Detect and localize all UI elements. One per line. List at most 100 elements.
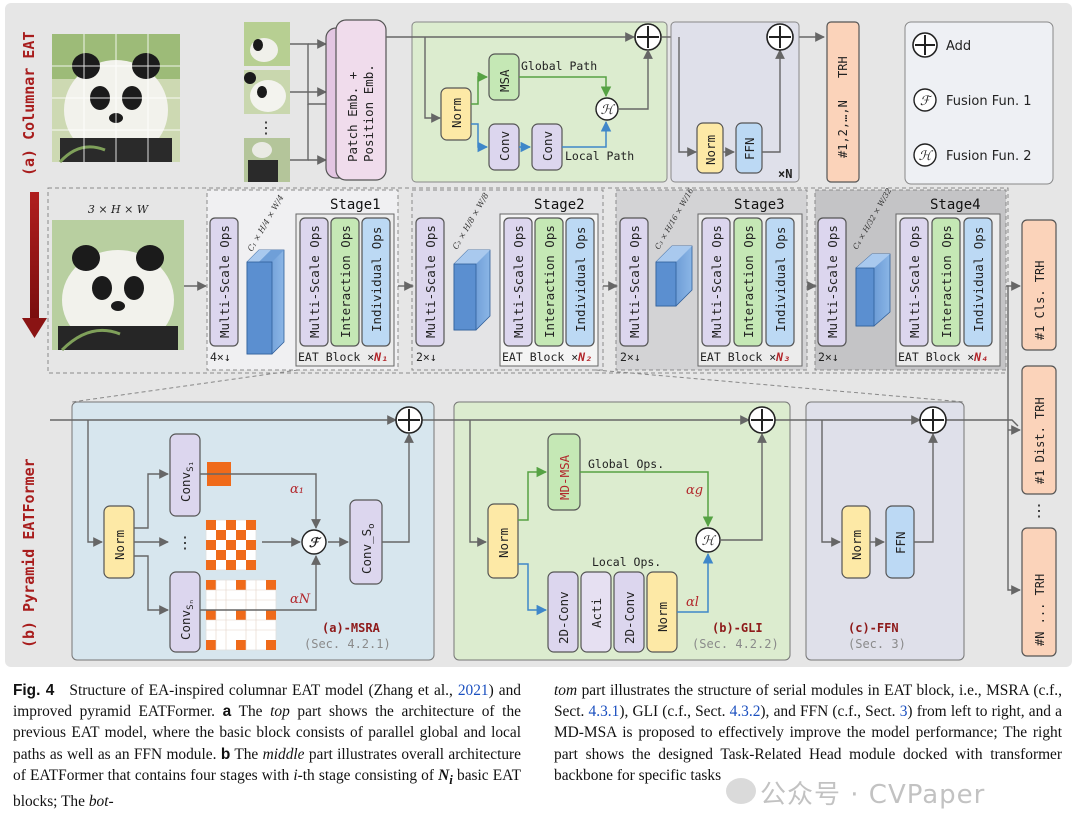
gli-norm-label: Norm — [496, 528, 511, 558]
gli-conv2d-label-2: 2D-Conv — [622, 591, 637, 644]
ffn-to-add — [914, 433, 938, 543]
gli-local-ops-label: Local Ops. — [592, 555, 661, 569]
stage-4-interaction-box — [931, 217, 961, 347]
top-conv-label-1: Conv — [497, 131, 512, 161]
stage-4-feature-cube — [855, 253, 891, 327]
stage-1-eat-block-label: EAT Block ×N₁ — [298, 350, 388, 364]
gli-norm2-label: Norm — [655, 602, 670, 632]
cls-trh-label: #1 Cls. TRH — [1033, 261, 1047, 340]
stage-4-individual-box — [963, 217, 993, 347]
patch-connectors — [290, 39, 327, 165]
top-global-line — [519, 76, 612, 98]
legend-fusion2-label: Fusion Fun. 2 — [946, 149, 1032, 164]
stage-3-individual-label: Individual Ops — [773, 227, 788, 332]
gli-acti-label: Acti — [589, 598, 604, 628]
add-icon-top-1 — [634, 23, 662, 51]
stage-3-multi-scale-label: Multi-Scale Ops — [709, 225, 724, 338]
gli-global-line — [580, 471, 714, 528]
trh-connectors — [1007, 286, 1021, 595]
stage-4-multi-scale-label: Multi-Scale Ops — [907, 225, 922, 338]
stage-1-interaction-box — [330, 217, 360, 347]
msra-title: (a)-MSRA — [322, 621, 381, 635]
svg-text:ℱ: ℱ — [309, 536, 322, 551]
stage-4-downsample-box — [817, 217, 847, 347]
ffn-label: FFN — [893, 531, 908, 554]
panda-input-image — [52, 220, 184, 352]
stage-4-interaction-label: Interaction Ops — [939, 225, 954, 338]
ffn-entry-line — [821, 420, 841, 547]
panda-input-grid-image — [52, 34, 180, 164]
msra-fuse-lines — [200, 473, 349, 611]
caption-ref-3[interactable]: 3 — [899, 703, 908, 721]
stage-2-interaction-box — [534, 217, 564, 347]
columnar-title: (a) Columnar EAT — [20, 32, 38, 177]
stage-4-title: Stage4 — [930, 197, 981, 213]
stage-2-individual-label: Individual Ops — [573, 227, 588, 332]
stage-4: Stage4 Multi-Scale Ops 2×↓ C₄ × H/32 × W… — [814, 186, 1007, 371]
input-size-label: 3 × H × W — [88, 203, 150, 216]
caption-left-column: Fig. 4 Structure of EA-inspired columnar… — [13, 682, 522, 811]
caption-ref-2021[interactable]: 2021 — [457, 682, 489, 699]
stage-2-downsample-label: Multi-Scale Ops — [423, 225, 438, 338]
top-ffn-label: FFN — [742, 137, 757, 160]
stage-4-eat-block-label: EAT Block ×N₄ — [898, 350, 988, 364]
stage-2-down-factor: 2×↓ — [416, 350, 437, 364]
alpha-n-label: αN — [290, 592, 311, 607]
top-local-arrow — [471, 123, 489, 153]
svg-text:ℋ: ℋ — [601, 103, 616, 118]
stage-2: Stage2 Multi-Scale Ops 2×↓ C₂ × H/8 × W/… — [411, 189, 604, 371]
stage-1-down-factor: 4×↓ — [210, 350, 231, 364]
fusion-h-icon-top: ℋ — [595, 97, 619, 121]
section-title-columnar: (a) Columnar EAT — [20, 32, 38, 177]
caption-ref-432[interactable]: 4.3.2 — [729, 703, 761, 721]
pyramid-title: (b) Pyramid EATFormer — [20, 458, 38, 648]
caption-ref-431[interactable]: 4.3.1 — [588, 703, 620, 721]
msra-conv-sn-label: ConvSₙ — [178, 599, 196, 640]
fusion-h-icon-gli: ℋ — [695, 527, 721, 553]
gli-conv2d-box-1 — [547, 571, 579, 653]
caption-right-column: tom part illustrates the structure of se… — [554, 682, 1062, 784]
bottom-main-path — [50, 415, 1019, 427]
ffn-panel — [805, 401, 965, 661]
add-icon-top-2 — [766, 23, 794, 51]
stage-3-downsample-label: Multi-Scale Ops — [627, 225, 642, 338]
top-local-line — [562, 120, 612, 148]
stage-1-title: Stage1 — [330, 197, 381, 213]
position-emb-label: Position Emb. — [361, 64, 376, 162]
gli-panel — [453, 401, 791, 661]
gli-entry-line — [469, 420, 487, 547]
stage-4-down-factor: 2×↓ — [818, 350, 839, 364]
ffn-section-ref: (Sec. 3) — [848, 637, 906, 651]
gli-title: (b)-GLI — [712, 621, 763, 635]
legend-fusion1-icon: ℱ — [913, 88, 937, 112]
patch-ellipsis: ⋮ — [258, 118, 274, 137]
add-icon-gli — [748, 406, 776, 434]
add-icon-ffn — [919, 406, 947, 434]
stage-3-individual-box — [765, 217, 795, 347]
top-trh-index: #1,2,…,N — [836, 100, 850, 158]
msra-section-ref: (Sec. 4.2.1) — [304, 637, 391, 651]
top-ffn-skip-entry — [678, 37, 697, 157]
patch-embedding-block: Patch Emb. + Position Emb. — [325, 19, 387, 181]
top-norm2-label: Norm — [703, 135, 718, 165]
gli-global-arrow — [518, 466, 548, 521]
stage-3-interaction-box — [733, 217, 763, 347]
stage-4-multi-scale-box — [899, 217, 929, 347]
kernel-grid-medium — [205, 519, 257, 571]
stage-3-multi-scale-box — [701, 217, 731, 347]
stage-2-feature-cube — [453, 249, 491, 331]
stage-4-individual-label: Individual Ops — [971, 227, 986, 332]
gli-norm-box — [487, 503, 519, 579]
msra-entry-line — [87, 420, 103, 547]
trh-dots: ⋮ — [1031, 501, 1047, 520]
top-trh-box — [826, 21, 860, 183]
stage-1-multi-scale-label: Multi-Scale Ops — [307, 225, 322, 338]
md-msa-label: MD-MSA — [557, 454, 572, 500]
msra-branch-lines — [134, 469, 169, 615]
stage-3-interaction-label: Interaction Ops — [741, 225, 756, 338]
stage-2-eat-block-label: EAT Block ×N₂ — [502, 350, 592, 364]
stage-3: Stage3 Multi-Scale Ops 2×↓ C₃ × H/16 × W… — [615, 186, 808, 371]
top-fusion-to-add — [618, 49, 653, 110]
msra-norm-label: Norm — [112, 530, 127, 560]
